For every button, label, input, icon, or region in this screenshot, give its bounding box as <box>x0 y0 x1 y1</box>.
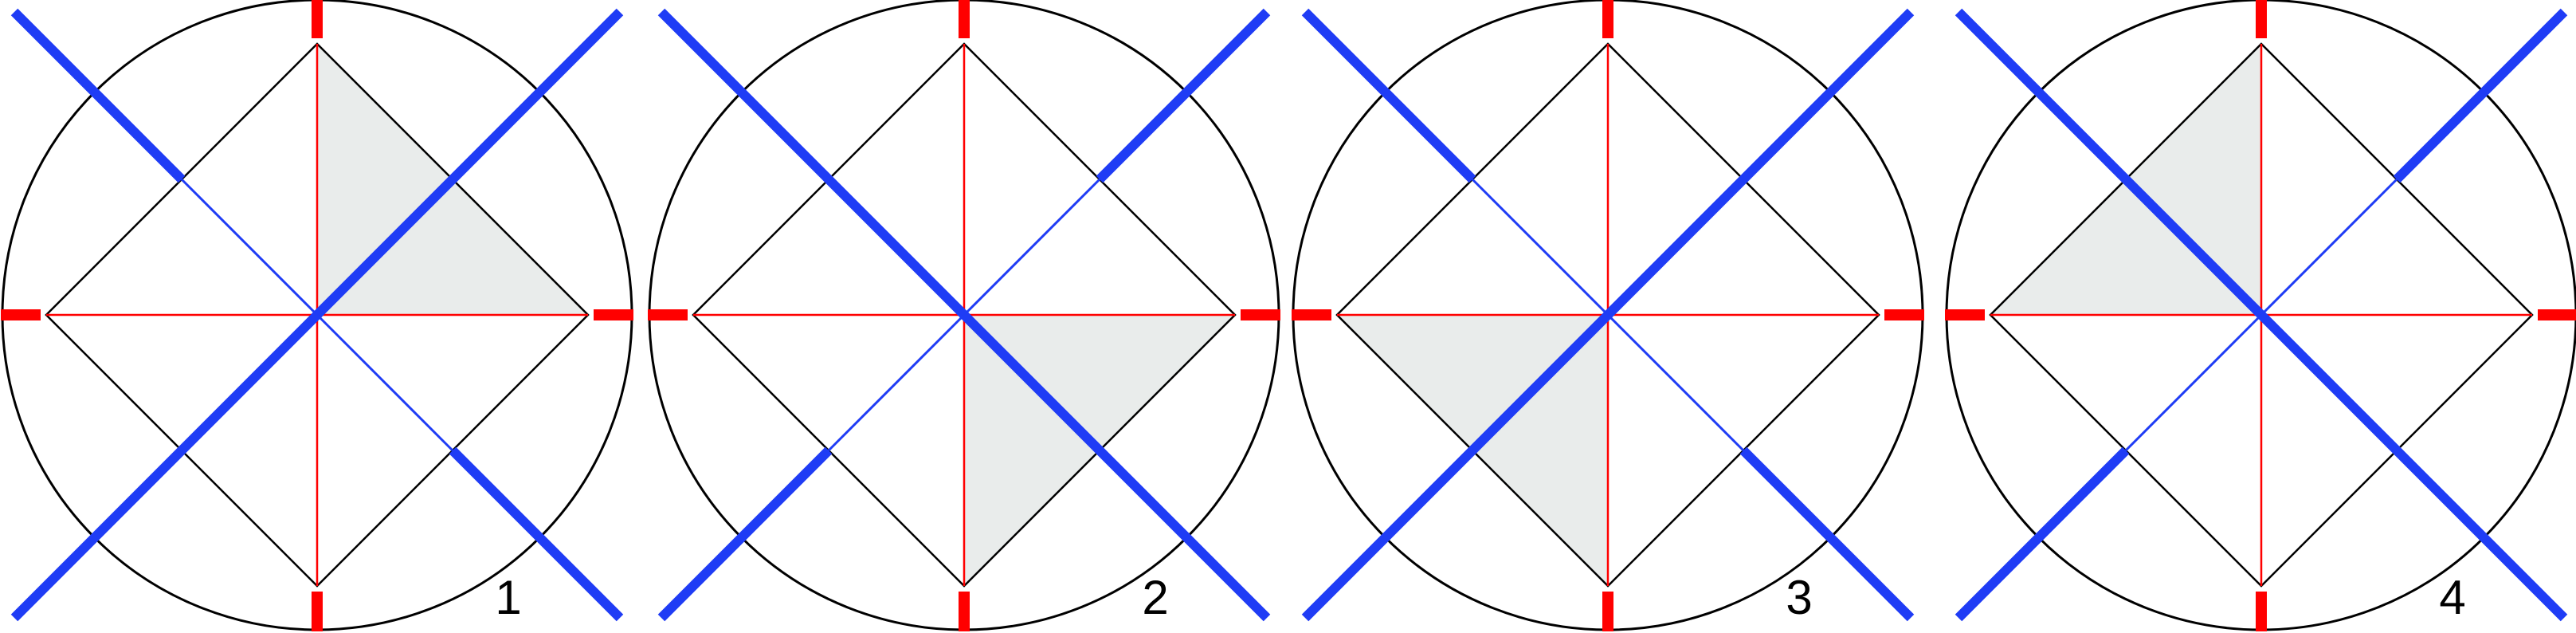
blue-diagonal-thick-sw <box>10 311 321 622</box>
blue-diagonal-thick-se <box>2257 311 2568 622</box>
panel-2: 2 <box>648 0 1280 631</box>
blue-diagonal-thin-sw <box>2124 313 2263 452</box>
blue-diagonal-outer-ne <box>1096 8 1271 183</box>
blue-diagonal-outer-se <box>449 446 624 622</box>
blue-diagonal-thick-nw <box>1955 8 2265 319</box>
blue-diagonal-thin-sw <box>827 313 966 452</box>
blue-diagonal-outer-sw <box>657 446 833 622</box>
blue-diagonal-thick-nw <box>657 8 968 319</box>
blue-diagonal-thick-sw <box>1301 311 1612 622</box>
panel-1: 1 <box>1 0 633 631</box>
blue-diagonal-outer-sw <box>1955 446 2130 622</box>
blue-diagonal-outer-ne <box>2393 8 2568 183</box>
panel-3: 3 <box>1292 0 1924 631</box>
blue-diagonal-thin-se <box>1606 313 1745 452</box>
blue-diagonal-thin-nw <box>1471 178 1610 316</box>
blue-diagonal-outer-se <box>1739 446 1915 622</box>
blue-diagonal-thick-ne <box>1604 8 1915 319</box>
blue-diagonal-thin-nw <box>180 178 319 316</box>
blue-diagonal-thick-ne <box>313 8 624 319</box>
blue-diagonal-outer-nw <box>10 8 186 183</box>
blue-diagonal-thin-ne <box>2260 178 2398 316</box>
blue-diagonal-outer-nw <box>1301 8 1476 183</box>
panel-number: 2 <box>1142 571 1168 624</box>
blue-diagonal-thin-se <box>316 313 454 452</box>
panel-number: 1 <box>495 571 521 624</box>
panel-4: 4 <box>1945 0 2576 631</box>
blue-diagonal-thick-se <box>960 311 1271 622</box>
blue-diagonal-thin-ne <box>963 178 1101 316</box>
panel-number: 3 <box>1786 571 1812 624</box>
panel-number: 4 <box>2439 571 2465 624</box>
